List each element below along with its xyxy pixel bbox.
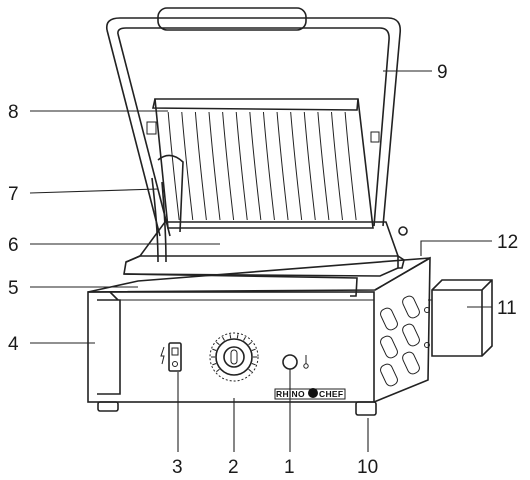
- upper-ribbed-plate: [151, 98, 374, 263]
- plate-rib: [262, 111, 275, 221]
- callout-labels: 8 7 6 5 4 9 12 11 3 2 1 10: [8, 62, 518, 478]
- plate-rib: [222, 111, 235, 221]
- callout-3: 3: [172, 457, 183, 478]
- svg-text:CHEF: CHEF: [319, 389, 343, 399]
- knob-tick: [251, 363, 256, 366]
- knob-tick: [243, 336, 246, 341]
- knob-tick: [229, 334, 232, 339]
- plate-rib: [235, 111, 248, 221]
- knob-tick: [212, 348, 217, 351]
- knob-tick: [222, 336, 225, 341]
- callout-2: 2: [228, 457, 239, 478]
- plate-rib: [290, 111, 303, 221]
- thermostat-knob: [209, 332, 259, 382]
- knob-tick: [236, 334, 239, 339]
- lightning-icon: [160, 346, 165, 365]
- knob-tick: [212, 363, 217, 366]
- knob-tick: [248, 368, 252, 373]
- base-housing: [87, 256, 431, 416]
- brand-logo: RHINO CHEF: [274, 388, 346, 400]
- callout-4: 4: [8, 334, 19, 355]
- pilot-lamp: [282, 354, 309, 370]
- callout-7: 7: [8, 184, 19, 205]
- plate-rib: [167, 111, 180, 221]
- callout-8: 8: [8, 102, 19, 123]
- plate-rib: [303, 111, 316, 221]
- leader-lines: [29, 70, 492, 452]
- plate-rib: [249, 111, 262, 221]
- plate-rib: [331, 111, 343, 221]
- callout-9: 9: [437, 62, 448, 83]
- callout-6: 6: [8, 235, 19, 256]
- callout-1: 1: [284, 457, 295, 478]
- knob-tick: [216, 368, 220, 373]
- knob-tick: [216, 341, 220, 346]
- handle-bar: [105, 7, 408, 237]
- plate-rib: [181, 111, 194, 221]
- callout-12: 12: [497, 232, 518, 253]
- plate-rib: [276, 111, 289, 221]
- plate-rib: [194, 111, 207, 221]
- knob-tick: [251, 348, 256, 351]
- side-vents: [380, 295, 430, 387]
- plate-rib: [317, 111, 330, 221]
- knob-tick: [248, 341, 252, 346]
- callout-5: 5: [8, 278, 19, 299]
- plate-rib: [344, 111, 357, 221]
- callout-11: 11: [497, 298, 517, 319]
- lower-flat-plate: [123, 221, 405, 297]
- plate-rib: [208, 111, 221, 221]
- power-switch: [160, 342, 182, 372]
- grease-tray: [428, 279, 493, 357]
- callout-10: 10: [357, 457, 378, 478]
